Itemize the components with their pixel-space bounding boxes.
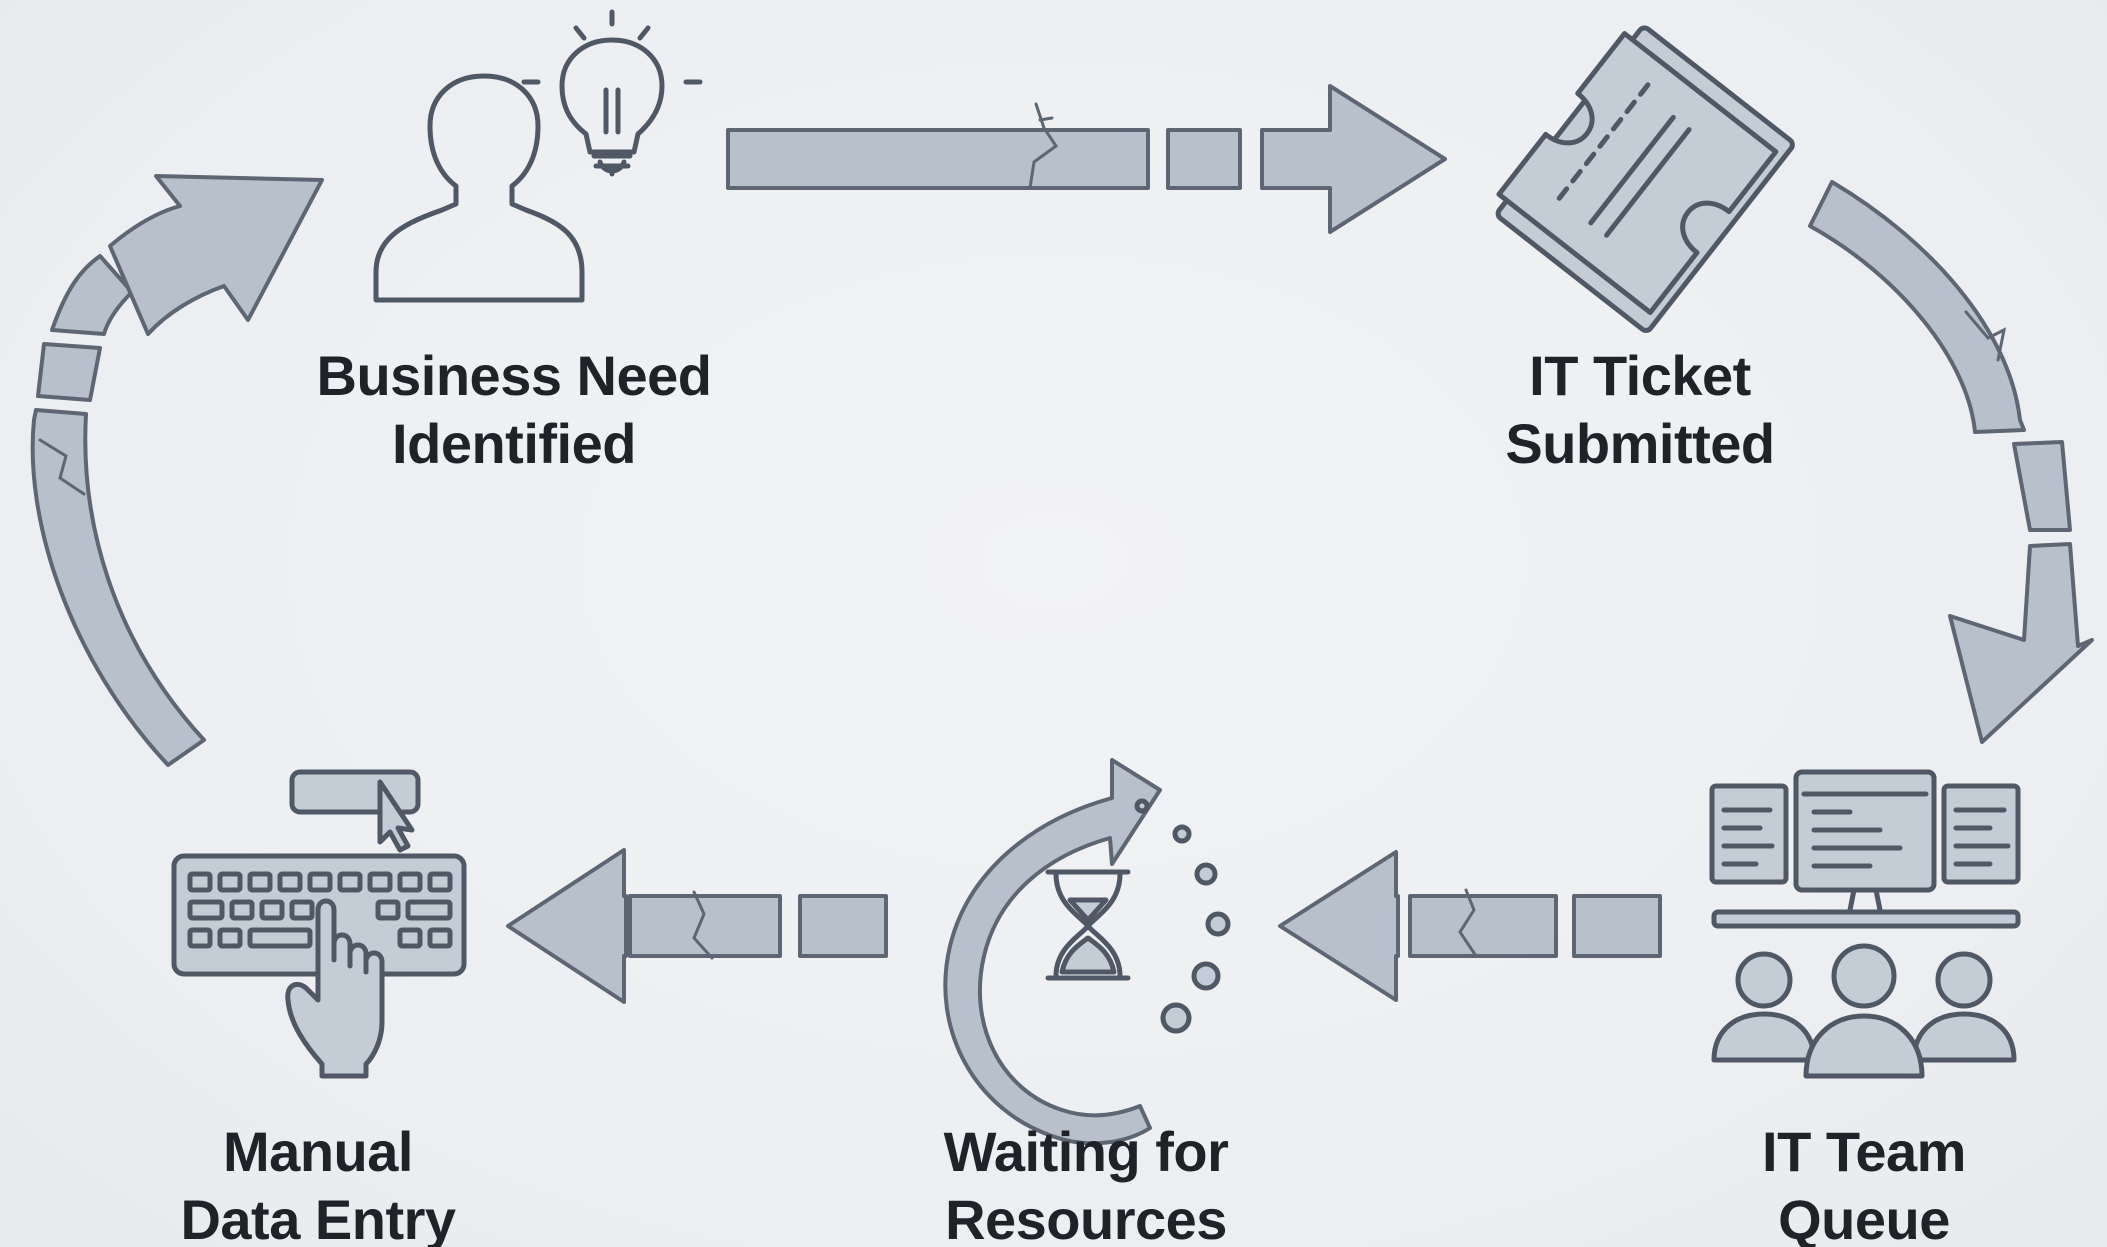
arrow-waiting-to-manual [506,848,888,1004]
arrow-ticket-to-queue [1808,180,2094,744]
hourglass-cycle-icon [943,758,1231,1146]
step-label-line: Manual [223,1120,413,1183]
person-lightbulb-icon [373,9,703,303]
it-team-monitors-icon [1709,769,2021,1079]
step-label-waiting: Waiting for Resources [944,1118,1229,1247]
step-label-line: Business Need [316,344,713,407]
step-label-line: Identified [392,412,636,475]
step-label-line: Waiting for [943,1120,1229,1183]
arrow-need-to-ticket [726,84,1447,234]
step-label-business-need: Business Need Identified [316,342,713,478]
arrow-queue-to-waiting [1278,850,1662,1002]
step-label-line: Queue [1778,1188,1950,1247]
step-label-line: IT Ticket [1529,344,1751,407]
step-label-manual-entry: Manual Data Entry [180,1118,456,1247]
step-label-it-ticket: IT Ticket Submitted [1505,342,1775,478]
step-label-line: Data Entry [180,1188,456,1247]
step-label-it-team-queue: IT Team Queue [1762,1118,1966,1247]
step-label-line: IT Team [1762,1120,1966,1183]
ticket-icon [1495,25,1795,333]
arrow-manual-to-need [30,174,324,767]
step-label-line: Submitted [1505,412,1775,475]
step-label-line: Resources [945,1188,1227,1247]
keyboard-hand-icon [171,769,467,1079]
